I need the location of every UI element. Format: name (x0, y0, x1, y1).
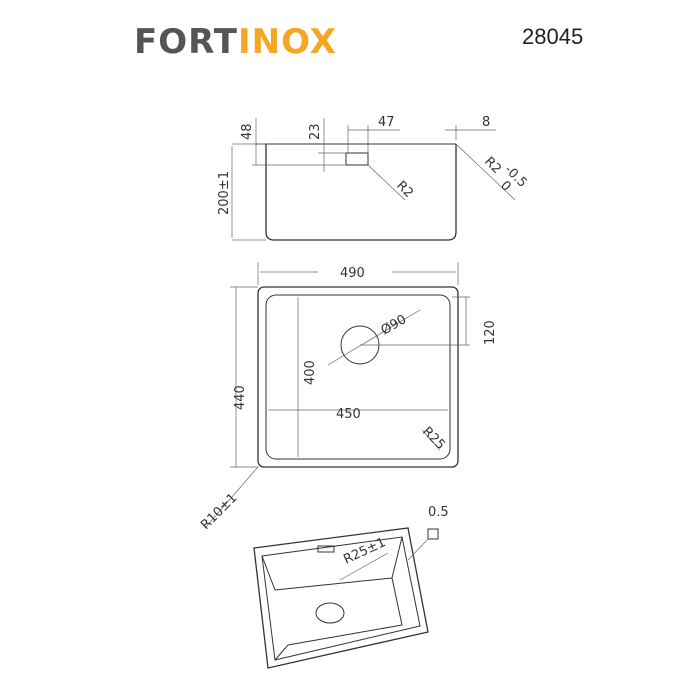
drawing-line (261, 536, 421, 661)
dim-8: 8 (482, 115, 490, 130)
dim-450: 450 (336, 407, 361, 422)
dim-r2: R2 (393, 178, 416, 201)
drawing-line (367, 164, 406, 201)
inner-bowl (265, 294, 451, 460)
drawing-line (327, 309, 421, 366)
iso-view: R25±1 0.5 (253, 505, 449, 669)
drawing-line (261, 555, 276, 591)
logo-part2: INOX (237, 22, 337, 62)
thickness-detail (427, 528, 439, 540)
drawing-line (421, 429, 441, 451)
logo-part1: FORT (134, 22, 238, 62)
dim-490: 490 (340, 266, 365, 281)
dim-height: 200±1 (217, 171, 232, 215)
dim-r10: R10±1 (198, 491, 240, 533)
model-number: 28045 (522, 24, 584, 49)
drawing-line (315, 602, 345, 624)
dim-47: 47 (378, 115, 395, 130)
dim-440: 440 (233, 385, 248, 410)
drawing-line (274, 644, 289, 661)
dim-tol-zero: 0 (497, 178, 513, 194)
side-view: 200±1 48 23 47 8 R2 -0.5 0 R2 (217, 115, 530, 241)
dim-r2-tol: R2 (481, 154, 504, 177)
top-view: 490 440 400 450 Ø90 120 R25 R10±1 (198, 262, 498, 533)
dim-120: 120 (483, 320, 498, 345)
drawing-line (455, 143, 516, 201)
dim-r25-iso: R25±1 (341, 535, 388, 568)
dim-23: 23 (308, 123, 323, 140)
dim-400: 400 (303, 360, 318, 385)
iso-rim (253, 527, 429, 669)
dim-r25: R25 (419, 424, 448, 453)
drawing-line (317, 545, 335, 553)
brand-logo: FORTINOX (134, 22, 337, 62)
drawing-line (274, 577, 403, 646)
side-profile (265, 144, 457, 241)
overflow-slot (345, 152, 369, 166)
dim-drain: Ø90 (379, 312, 410, 338)
dim-thickness: 0.5 (428, 505, 449, 520)
drawing-line (339, 552, 389, 581)
drawing-line (407, 538, 429, 561)
outer-rim (257, 286, 459, 468)
dim-48: 48 (240, 123, 255, 140)
drawing-line (204, 466, 259, 529)
drawing-line (391, 536, 403, 579)
